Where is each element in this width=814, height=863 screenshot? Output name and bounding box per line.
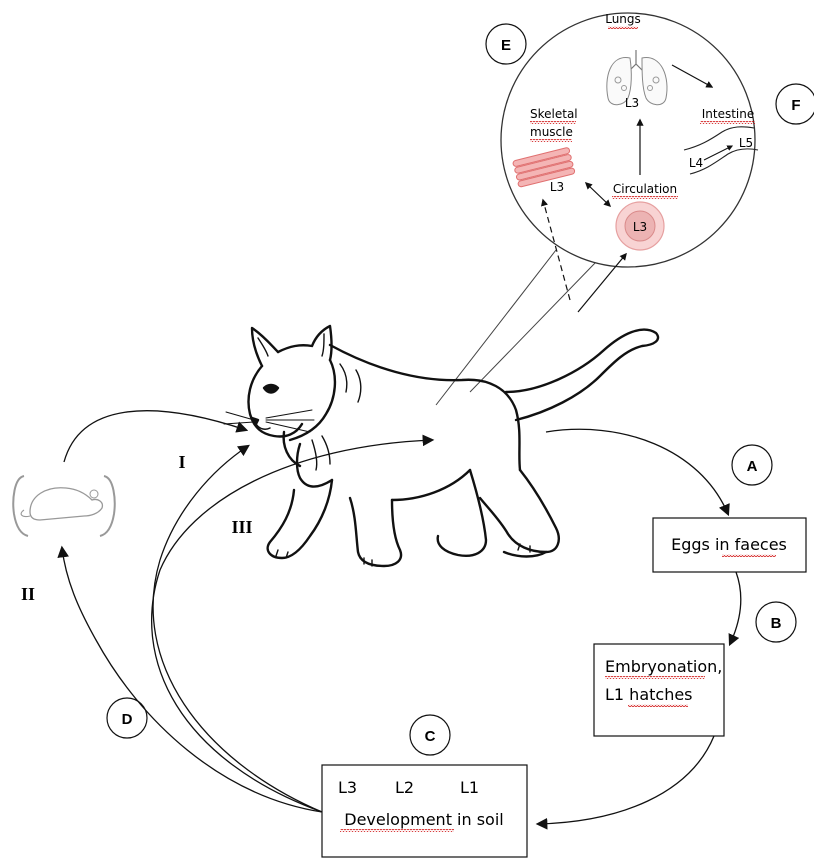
label-circle-e: E bbox=[486, 24, 526, 64]
mouse-icon bbox=[13, 476, 114, 536]
arrow-embryonation-to-soil bbox=[538, 736, 714, 824]
svg-text:Eggs in faeces: Eggs in faeces bbox=[671, 535, 787, 554]
muscle-stage-label: L3 bbox=[550, 180, 564, 194]
muscle-label-line1: Skeletal bbox=[530, 107, 578, 121]
lifecycle-arrows bbox=[62, 411, 741, 824]
svg-text:B: B bbox=[771, 615, 782, 632]
spellcheck-underline bbox=[340, 829, 454, 832]
muscle-label-line2: muscle bbox=[530, 125, 573, 139]
spellcheck-underline bbox=[530, 139, 572, 142]
intestine-label: Intestine bbox=[702, 107, 755, 121]
lungs-label: Lungs bbox=[605, 12, 641, 26]
arrow-soil-to-mouse bbox=[62, 548, 322, 812]
soil-box: L3 L2 L1 Development in soil bbox=[322, 765, 527, 857]
inset-zoom: Lungs L3 Intestine L4 L5 Skeletal muscle… bbox=[436, 12, 758, 405]
svg-text:F: F bbox=[791, 97, 800, 114]
label-circle-a: A bbox=[732, 445, 772, 485]
label-circle-b: B bbox=[756, 602, 796, 642]
cat-illustration bbox=[224, 326, 658, 566]
svg-text:A: A bbox=[747, 458, 758, 475]
svg-text:Embryonation,: Embryonation, bbox=[605, 657, 722, 676]
label-circle-f: F bbox=[776, 84, 814, 124]
route-label-ii: II bbox=[21, 584, 35, 604]
spellcheck-underline bbox=[628, 704, 688, 707]
label-circle-d: D bbox=[107, 698, 147, 738]
intestine-stage-in: L4 bbox=[689, 156, 703, 170]
svg-text:E: E bbox=[501, 37, 511, 54]
spellcheck-underline bbox=[608, 26, 638, 29]
svg-text:L1 hatches: L1 hatches bbox=[605, 685, 693, 704]
zoom-line-right bbox=[470, 262, 596, 392]
lungs-stage-label: L3 bbox=[625, 96, 639, 110]
svg-text:C: C bbox=[425, 728, 436, 745]
spellcheck-underline bbox=[612, 196, 678, 199]
soil-title: Development in soil bbox=[344, 810, 503, 829]
arrow-eggs-to-embryonation bbox=[730, 572, 741, 644]
blood-stage-label: L3 bbox=[633, 220, 647, 234]
embryonation-box: Embryonation, L1 hatches bbox=[594, 644, 724, 736]
arrow-mouse-to-cat bbox=[64, 411, 246, 462]
eggs-box: Eggs in faeces bbox=[653, 518, 806, 572]
circulation-label: Circulation bbox=[613, 182, 677, 196]
soil-stage-l1: L1 bbox=[460, 778, 479, 797]
soil-stage-l3: L3 bbox=[338, 778, 357, 797]
label-circle-c: C bbox=[410, 715, 450, 755]
intestine-stage-out: L5 bbox=[739, 136, 753, 150]
svg-text:D: D bbox=[122, 711, 133, 728]
arrow-cat-to-eggs bbox=[546, 429, 728, 514]
arrow-soil-to-cat-mouth bbox=[153, 446, 322, 812]
route-label-iii: III bbox=[231, 517, 252, 537]
soil-stage-l2: L2 bbox=[395, 778, 414, 797]
zoom-line-left bbox=[436, 250, 556, 405]
route-label-i: I bbox=[178, 452, 185, 472]
spellcheck-underline bbox=[530, 121, 576, 124]
spellcheck-underline bbox=[722, 554, 776, 557]
spellcheck-underline bbox=[605, 676, 705, 679]
spellcheck-underline bbox=[700, 121, 755, 124]
